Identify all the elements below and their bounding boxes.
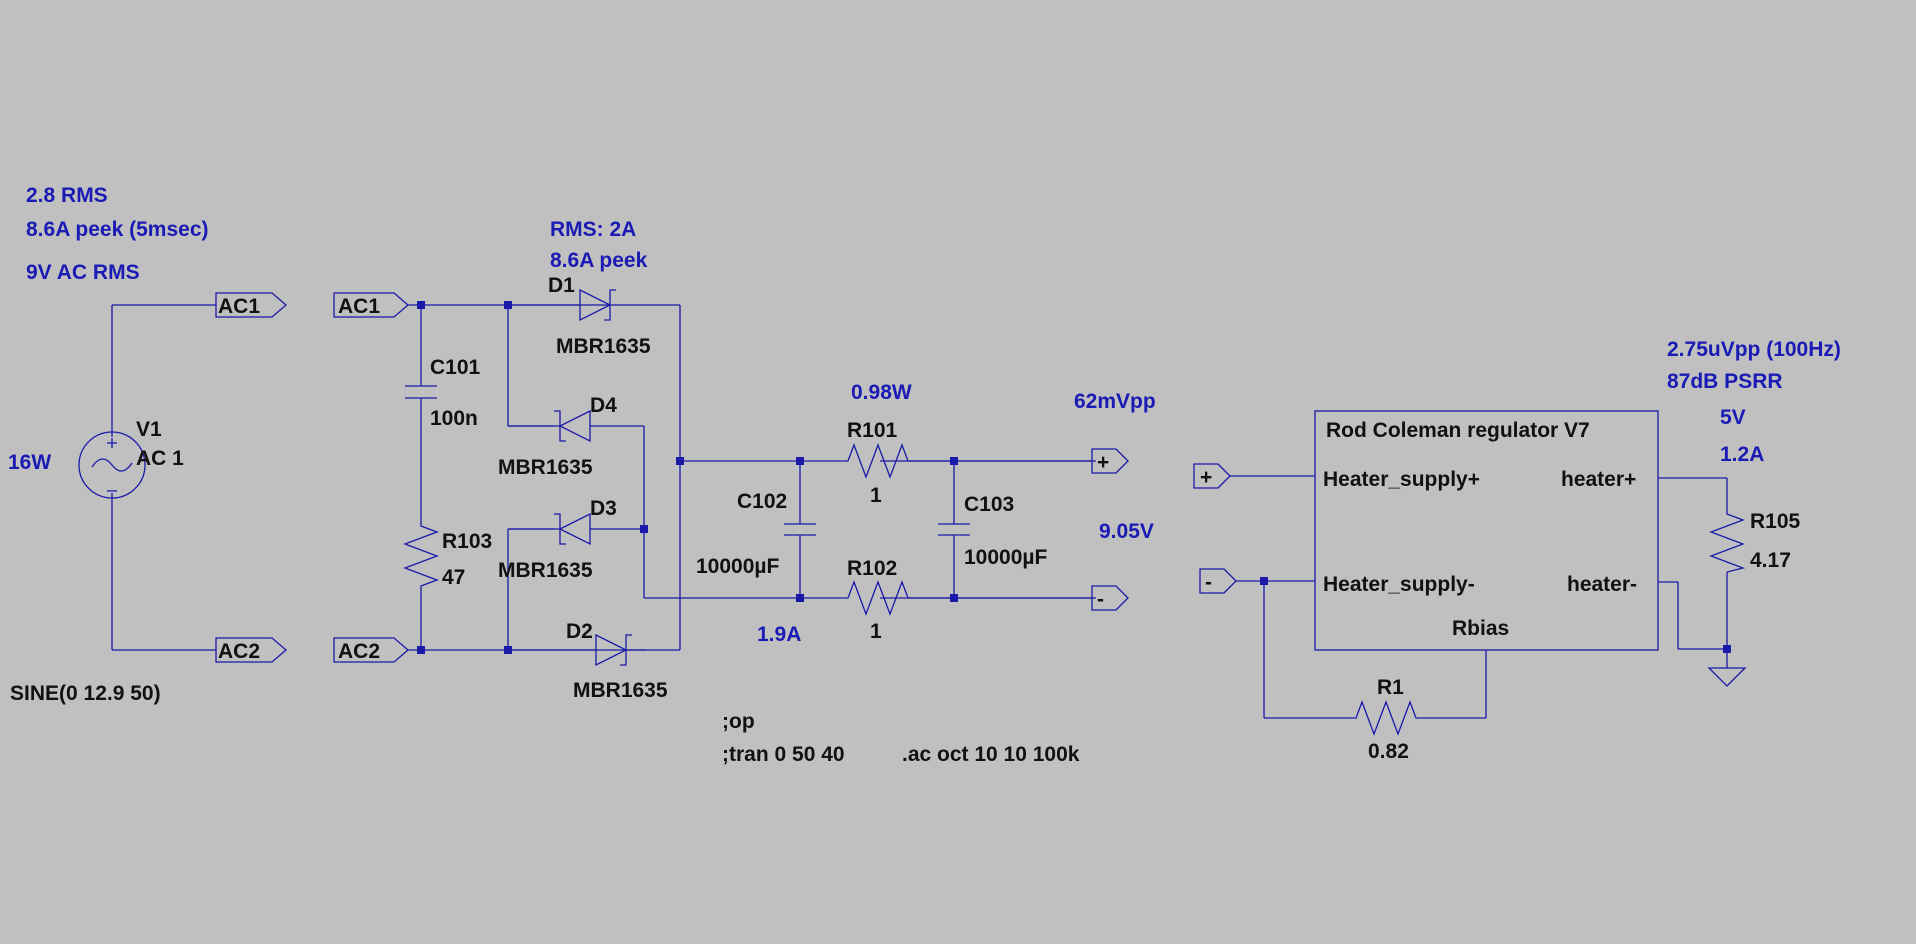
resistor-r102[interactable] [840,580,916,616]
regulator-pin-rbias: Rbias [1452,617,1509,640]
diode-d4[interactable] [508,409,645,598]
d3-label: D3 [590,497,617,520]
c103-label: C103 [964,493,1014,516]
r105-value: 4.17 [1750,549,1791,572]
regulator-title: Rod Coleman regulator V7 [1326,419,1590,442]
r101-value: 1 [870,484,882,507]
annotation-diode-rms: RMS: 2A [550,218,636,241]
regulator-pin-heater-minus: heater- [1567,573,1637,596]
v1-spice-line: SINE(0 12.9 50) [10,682,161,705]
r1-value: 0.82 [1368,740,1409,763]
directive-ac: .ac oct 10 10 100k [902,743,1080,766]
flag-ac2-right[interactable]: AC2 [333,637,409,663]
sine-source-symbol [78,431,146,499]
regulator-pin-supply-plus: Heater_supply+ [1323,468,1480,491]
flag-ac1-left[interactable]: AC1 [215,292,287,318]
resistor-r103[interactable] [403,520,439,590]
flag-output-minus[interactable]: - [916,585,1129,611]
resistor-r101[interactable] [840,443,916,479]
capacitor-c103[interactable] [938,461,970,598]
annotation-ripple: 62mVpp [1074,390,1156,413]
svg-text:-: - [1097,588,1104,611]
c102-label: C102 [737,490,787,513]
annotation-r101-power: 0.98W [851,381,912,404]
resistor-r105[interactable] [1709,508,1746,573]
annotation-input-peak-current: 8.6A peek (5msec) [26,218,209,241]
flag-reg-plus[interactable]: + [1193,463,1231,489]
svg-text:AC2: AC2 [218,640,260,663]
r101-label: R101 [847,419,898,442]
flag-reg-minus[interactable]: - [1199,568,1237,594]
ground-icon [1707,667,1747,687]
c103-value: 10000µF [964,546,1047,569]
c102-value: 10000µF [696,555,779,578]
annotation-input-power: 16W [8,451,51,474]
svg-text:+: + [1097,451,1109,474]
c101-label: C101 [430,356,481,379]
r102-value: 1 [870,620,882,643]
annotation-input-rms-current: 2.8 RMS [26,184,108,207]
directive-tran: ;tran 0 50 40 [722,743,845,766]
regulator-pin-heater-plus: heater+ [1561,468,1636,491]
diode-d3[interactable] [508,512,644,546]
svg-text:AC2: AC2 [338,640,380,663]
r102-label: R102 [847,557,897,580]
sine-wave-icon [91,458,133,472]
r103-value: 47 [442,566,465,589]
d3-value: MBR1635 [498,559,593,582]
annotation-output-voltage: 9.05V [1099,520,1154,543]
svg-text:AC1: AC1 [338,295,380,318]
annotation-input-voltage: 9V AC RMS [26,261,140,284]
flag-ac2-left[interactable]: AC2 [215,637,287,663]
svg-text:AC1: AC1 [218,295,260,318]
flag-ac1-right[interactable]: AC1 [333,292,409,318]
directive-op: ;op [722,710,755,733]
annotation-diode-peak: 8.6A peek [550,249,648,272]
d2-label: D2 [566,620,593,643]
diode-d2[interactable] [508,633,680,667]
v1-label: V1 [136,418,162,441]
r1-label: R1 [1377,676,1404,699]
annotation-heater-current: 1.2A [1720,443,1764,466]
d4-label: D4 [590,394,617,417]
source-v1[interactable] [78,304,216,651]
c101-value: 100n [430,407,478,430]
regulator-block[interactable] [1314,410,1659,651]
v1-value: AC 1 [136,447,184,470]
diode-d1[interactable] [508,288,680,322]
resistor-r1[interactable] [1348,700,1424,736]
svg-text:-: - [1205,571,1212,594]
svg-text:+: + [1200,466,1212,489]
flag-output-plus[interactable]: + [916,448,1129,474]
d1-label: D1 [548,274,575,297]
annotation-heater-voltage: 5V [1720,406,1746,429]
d2-value: MBR1635 [573,679,668,702]
capacitor-c101[interactable] [405,385,437,399]
annotation-dc-current: 1.9A [757,623,801,646]
r105-label: R105 [1750,510,1801,533]
annotation-psrr: 87dB PSRR [1667,370,1783,393]
d1-value: MBR1635 [556,335,651,358]
annotation-output-ripple: 2.75uVpp (100Hz) [1667,338,1841,361]
regulator-pin-supply-minus: Heater_supply- [1323,573,1475,596]
r103-label: R103 [442,530,492,553]
wires-regulator [1230,475,1728,719]
capacitor-c102[interactable] [784,461,816,598]
d4-value: MBR1635 [498,456,593,479]
